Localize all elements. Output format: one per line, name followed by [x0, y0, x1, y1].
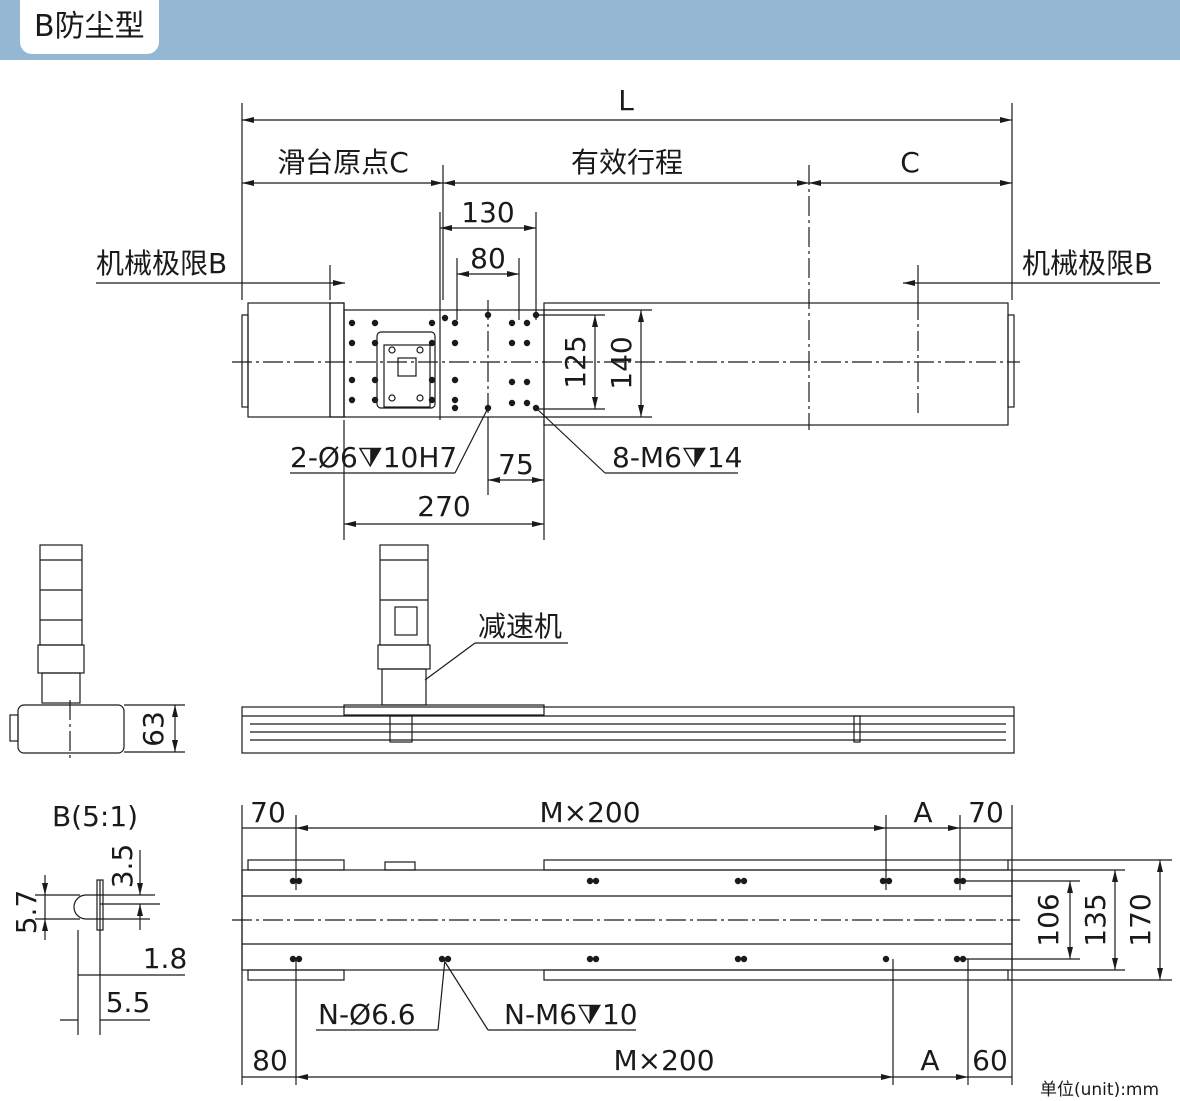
through-holes-label: N-Ø6.6: [318, 998, 416, 1031]
dim-106: 106: [1032, 893, 1065, 946]
bottom-view: 70 M×200 A 70 106: [232, 796, 1172, 1085]
dim-135: 135: [1079, 893, 1112, 946]
header-tab: B防尘型: [20, 0, 159, 54]
dim-top-pitch: M×200: [539, 796, 640, 829]
tap-holes-bottom-label: N-M6⧩10: [504, 998, 638, 1031]
dim-63: 63: [137, 711, 170, 747]
page-title: B防尘型: [34, 9, 145, 44]
header-bar: [0, 0, 1180, 60]
dim-origin-label: 滑台原点C: [277, 146, 409, 179]
dim-140: 140: [605, 336, 638, 389]
detail-title: B(5:1): [52, 800, 138, 833]
reducer-label: 减速机: [478, 610, 562, 643]
dim-top-70-left: 70: [250, 796, 286, 829]
dim-end-c: C: [900, 146, 920, 179]
top-view: L 滑台原点C 有效行程 C 130 80 机械极限B 机: [96, 84, 1160, 540]
dim-125: 125: [559, 335, 592, 388]
pin-holes-label: 2-Ø6⧩10H7: [290, 441, 457, 474]
limit-right-label: 机械极限B: [1022, 247, 1153, 280]
dim-bot-pitch: M×200: [613, 1044, 714, 1077]
dim-overall-length: L: [618, 84, 634, 117]
base-holes: [289, 877, 967, 963]
dim-80: 80: [470, 242, 506, 275]
carriage-holes: [348, 311, 540, 412]
dim-3-5: 3.5: [106, 844, 139, 889]
tap-holes-label: 8-M6⧩14: [612, 441, 743, 474]
end-view: 63: [9, 544, 185, 760]
dim-270: 270: [417, 490, 470, 523]
limit-left-label: 机械极限B: [96, 247, 227, 280]
dim-stroke-label: 有效行程: [571, 146, 683, 179]
dim-75: 75: [498, 448, 534, 481]
dim-bot-a: A: [920, 1044, 939, 1077]
dim-130: 130: [461, 196, 514, 229]
dim-top-a: A: [913, 796, 932, 829]
dim-top-70-right: 70: [968, 796, 1004, 829]
dim-170: 170: [1124, 893, 1157, 946]
dim-bot-80: 80: [252, 1044, 288, 1077]
dim-bot-60: 60: [972, 1044, 1008, 1077]
side-view: 减速机: [241, 544, 1015, 754]
detail-b: B(5:1) 3.5 5.7 1.8 5.5: [10, 800, 187, 1035]
unit-note: 单位(unit):mm: [1040, 1080, 1160, 1100]
dim-1-8: 1.8: [143, 942, 188, 975]
dim-5-5: 5.5: [106, 986, 151, 1019]
dim-5-7: 5.7: [10, 890, 43, 935]
